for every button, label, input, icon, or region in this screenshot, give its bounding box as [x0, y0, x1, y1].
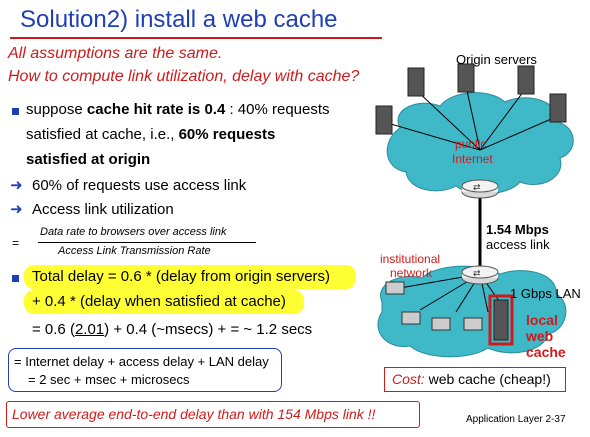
- web-cache-highlight: [488, 294, 514, 346]
- institutional-router-icon: ⇄: [461, 265, 499, 285]
- cost-prefix: Cost:: [392, 371, 425, 387]
- highlight-2: [24, 290, 304, 314]
- delay-box-line-1: = Internet delay + access delay + LAN de…: [14, 354, 269, 369]
- slide-title: Solution2) install a web cache: [20, 6, 338, 33]
- institutional-network-label-2: network: [390, 266, 433, 280]
- svg-text:⇄: ⇄: [473, 269, 481, 279]
- arrow-right-icon: ➜: [10, 177, 23, 194]
- arrow-bullet-2: Access link utilization: [32, 201, 174, 218]
- server-icon: [375, 105, 393, 135]
- local-cache-label-2: web: [526, 328, 554, 344]
- conclusion-box: [6, 401, 420, 428]
- access-link-rate: 1.54 Mbps: [486, 222, 549, 237]
- fraction-bar: [38, 242, 256, 243]
- local-cache-label-1: local: [526, 312, 558, 328]
- bullet-1-bold: cache hit rate is 0.4: [86, 101, 226, 118]
- laptop-icon: [401, 311, 421, 325]
- bullet-1-text-b: : 40% requests: [225, 101, 330, 118]
- server-icon: [549, 93, 567, 123]
- institutional-network-label-1: institutional: [380, 252, 441, 266]
- lan-label: 1 Gbps LAN: [510, 286, 581, 301]
- delay-breakdown-box: [8, 348, 282, 392]
- total-delay-line-3: = 0.6 (2.01) + 0.4 (~msecs) + = ~ 1.2 se…: [32, 321, 312, 338]
- bullet-1-line-2: satisfied at cache, i.e., 60% requests: [26, 126, 275, 143]
- network-diagram: ⇄ ⇄: [375, 63, 574, 358]
- bullet-1-line-3-bold: satisfied at origin: [26, 151, 151, 168]
- cost-box: [384, 367, 566, 392]
- server-icon: [517, 65, 535, 95]
- highlight-1: [24, 265, 356, 289]
- internet-router-icon: ⇄: [461, 179, 499, 199]
- equals-sign: =: [12, 236, 20, 250]
- total-delay-line-1: Total delay = 0.6 * (delay from origin s…: [32, 268, 331, 285]
- delay-box-line-2: = 2 sec + msec + microsecs: [28, 372, 190, 387]
- fraction-denominator: Access Link Transmission Rate: [58, 245, 211, 257]
- assumption-line-1: All assumptions are the same.: [8, 45, 223, 62]
- public-internet-label-1: public: [455, 137, 487, 151]
- public-internet-label-2: Internet: [452, 152, 493, 166]
- bullet-square-icon: [12, 108, 19, 115]
- svg-text:⇄: ⇄: [473, 183, 481, 193]
- fraction-numerator: Data rate to browsers over access link: [40, 226, 227, 238]
- laptop-icon: [463, 317, 483, 331]
- bullet-1-line-1: suppose cache hit rate is 0.4 : 40% requ…: [26, 101, 330, 118]
- institutional-network-cloud: [377, 265, 567, 358]
- bullet-1-line-2-bold: 60% requests: [178, 126, 276, 143]
- public-internet-cloud: [386, 92, 574, 195]
- slide-footer: Application Layer 2-37: [466, 414, 566, 425]
- title-underline: [10, 37, 382, 39]
- delay-line-3-b: ) + 0.4 (~msecs) + = ~ 1.2 secs: [104, 321, 313, 338]
- bullet-1-text-a: suppose: [26, 101, 87, 118]
- bullet-1-line-3: satisfied at origin: [26, 151, 150, 168]
- web-cache-server-icon: [493, 299, 509, 341]
- server-icon: [407, 67, 425, 97]
- laptop-icon: [385, 281, 405, 295]
- cost-rest: web cache (cheap!): [424, 371, 551, 387]
- arrow-bullet-1: 60% of requests use access link: [32, 177, 247, 194]
- conclusion-text: Lower average end-to-end delay than with…: [12, 406, 376, 422]
- laptop-icon: [431, 317, 451, 331]
- origin-servers-label: Origin servers: [456, 52, 537, 67]
- bullet-1-line-2-text: satisfied at cache, i.e.,: [26, 126, 179, 143]
- arrow-right-icon: ➜: [10, 201, 23, 218]
- assumption-line-2: How to compute link utilization, delay w…: [8, 68, 360, 85]
- total-delay-line-2: + 0.4 * (delay when satisfied at cache): [32, 293, 286, 310]
- cost-text: Cost: web cache (cheap!): [392, 371, 551, 387]
- bullet-square-icon: [12, 275, 19, 282]
- delay-line-3-value: 2.01: [74, 321, 105, 338]
- delay-line-3-a: = 0.6 (: [32, 321, 75, 338]
- local-cache-label-3: cache: [526, 344, 566, 360]
- access-link-label: access link: [486, 237, 550, 252]
- server-icon: [457, 63, 475, 93]
